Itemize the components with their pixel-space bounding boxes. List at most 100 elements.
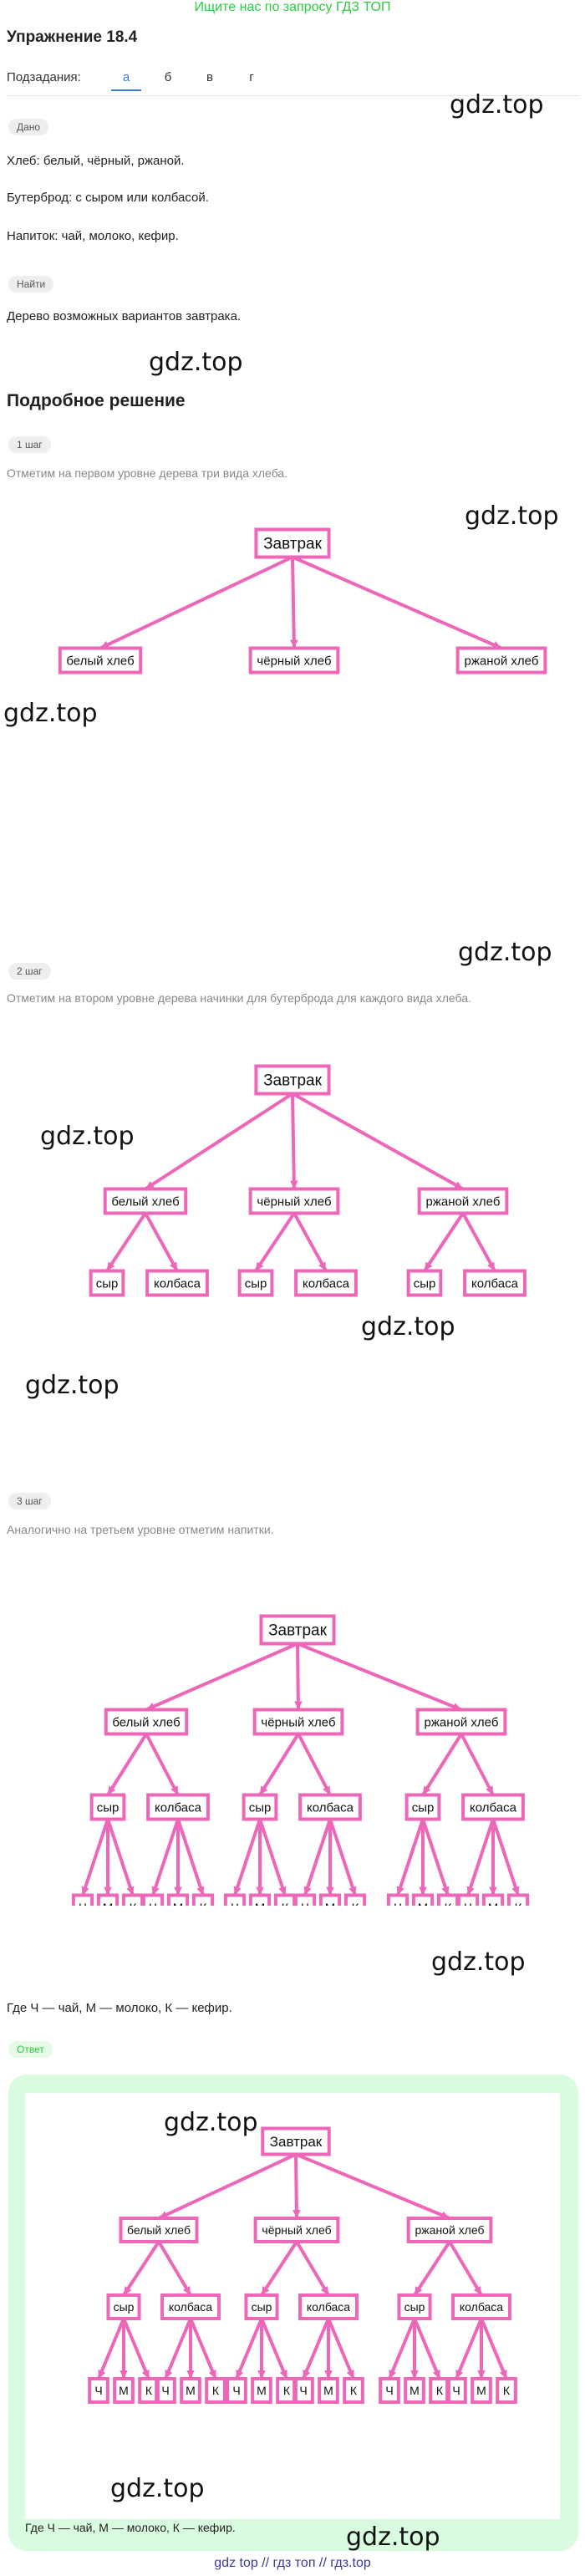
tree-arrowhead	[323, 1785, 330, 1795]
tree-root-label: Завтрак	[270, 2134, 323, 2150]
find-pill: Найти	[8, 276, 54, 293]
tree-edge	[297, 1733, 332, 1796]
tree-drink-label: М	[410, 2384, 420, 2397]
tree-drink-label: К	[350, 2384, 358, 2397]
tree-drink-label: Ч	[464, 1901, 472, 1906]
tree-arrowhead	[290, 1180, 298, 1189]
tree-filling-label: сыр	[412, 1800, 435, 1815]
tree-edge	[254, 1212, 296, 1272]
subtask-tab-v[interactable]: в	[206, 70, 213, 84]
tree-arrowhead	[236, 2370, 244, 2379]
tree-drink-label: К	[212, 2384, 220, 2397]
tree-drink-label: М	[103, 1901, 114, 1906]
tree-arrowhead	[262, 2286, 270, 2295]
tree-edge	[235, 2318, 263, 2380]
tree-edge	[466, 1818, 495, 1896]
tree-drink-label: М	[173, 1901, 184, 1906]
subtask-tab-b[interactable]: б	[164, 70, 172, 84]
tree-drink-label: Ч	[79, 1901, 87, 1906]
tree-drink-label: М	[325, 1901, 336, 1906]
tree-drink-label: К	[515, 1901, 522, 1906]
tree-filling-label: колбаса	[307, 1800, 354, 1815]
tree-filling-label: колбаса	[471, 1276, 519, 1291]
tree-edge	[176, 1818, 205, 1896]
tree-edge	[122, 2318, 150, 2380]
tree-edge	[303, 1818, 332, 1896]
tree-drink-label: К	[503, 2384, 511, 2397]
tree-filling-label: колбаса	[154, 1276, 201, 1291]
search-hint-banner: Ищите нас по запросу ГДЗ ТОП	[194, 0, 391, 14]
subtask-tab-a[interactable]: а	[111, 70, 141, 91]
tree-drink-label: Ч	[385, 2384, 393, 2397]
tree-filling-label: сыр	[252, 2300, 272, 2314]
find-text: Дерево возможных вариантов завтрака.	[7, 309, 242, 323]
tree-arrowhead	[279, 2370, 287, 2379]
tree-arrowhead	[326, 1886, 334, 1896]
page-title: Упражнение 18.4	[7, 28, 138, 46]
tree-drink-label: К	[200, 1901, 207, 1906]
tree-arrowhead	[320, 2286, 328, 2295]
given-line-2: Бутерброд: с сыром или колбасой.	[7, 191, 209, 205]
tree-bread-label: ржаной хлеб	[465, 654, 539, 668]
tree-filling-label: колбаса	[169, 2300, 212, 2314]
tree-filling-label: колбаса	[307, 2300, 350, 2314]
tree-filling-label: сыр	[97, 1800, 120, 1815]
solution-heading: Подробное решение	[7, 391, 186, 410]
tree-arrowhead	[81, 1886, 89, 1896]
tree-arrowhead	[146, 1703, 155, 1710]
tree-edge	[302, 2318, 330, 2380]
tree-arrowhead	[440, 2211, 450, 2219]
tree-arrowhead	[141, 2370, 150, 2379]
subtask-tab-g[interactable]: г	[249, 70, 254, 84]
tree-edge	[144, 1092, 294, 1191]
tree-edge	[413, 2318, 441, 2380]
tree-arrowhead	[145, 1181, 155, 1189]
tree-arrowhead	[256, 1886, 264, 1896]
tree-arrowhead	[486, 1785, 493, 1795]
tree-drink-label: М	[255, 1901, 266, 1906]
tree-edge	[145, 1642, 298, 1712]
tree-drink-label: Ч	[232, 2384, 240, 2397]
tree-arrowhead	[423, 1785, 431, 1795]
tree-filling-label: сыр	[245, 1276, 267, 1291]
tree-bread-label: белый хлеб	[111, 1194, 179, 1209]
tree-root-label: Завтрак	[268, 1622, 328, 1640]
tree-filling-label: колбаса	[303, 1276, 350, 1291]
tree-edge	[260, 2240, 298, 2297]
tree-edge	[99, 555, 293, 650]
tree-drink-label: Ч	[301, 1901, 309, 1906]
tree-arrowhead	[107, 1261, 115, 1271]
tree-arrowhead	[170, 1261, 177, 1271]
tree-drink-label: К	[282, 1901, 289, 1906]
tree-drink-label: Ч	[149, 1901, 157, 1906]
tree-edge	[292, 555, 502, 650]
tree-drink-label: М	[418, 1901, 429, 1906]
tree-filling-label: сыр	[414, 1276, 436, 1291]
tree-arrowhead	[256, 1261, 264, 1271]
answer-panel	[25, 2093, 560, 2519]
watermark: gdz.top	[149, 348, 243, 377]
tree-edge	[294, 2154, 298, 2219]
tree-drink-label: К	[436, 2384, 444, 2397]
tree-filling-label: колбаса	[155, 1800, 202, 1815]
step-3-pill: 3 шаг	[8, 1493, 51, 1509]
step-3-text: Аналогично на третьем уровне отметим нап…	[7, 1523, 274, 1536]
tree-edge	[480, 2318, 508, 2380]
tree-arrowhead	[182, 2286, 191, 2295]
tree-edge	[81, 1818, 109, 1896]
tree-arrowhead	[318, 1261, 326, 1271]
tree-arrowhead	[473, 2286, 481, 2295]
tree-arrowhead	[165, 2370, 173, 2379]
tree-arrowhead	[290, 639, 298, 649]
watermark: gdz.top	[110, 2474, 205, 2503]
tree-drink-label: Ч	[394, 1901, 402, 1906]
tree-arrowhead	[303, 1886, 312, 1896]
tree-arrowhead	[303, 2370, 311, 2379]
given-line-1: Хлеб: белый, чёрный, ржаной.	[7, 154, 185, 168]
tree-arrowhead	[389, 2370, 397, 2379]
tree-edge	[448, 2240, 483, 2297]
tree-arrowhead	[492, 641, 501, 649]
tree-bread-label: ржаной хлеб	[426, 1194, 501, 1209]
tree-edge	[233, 1818, 262, 1896]
